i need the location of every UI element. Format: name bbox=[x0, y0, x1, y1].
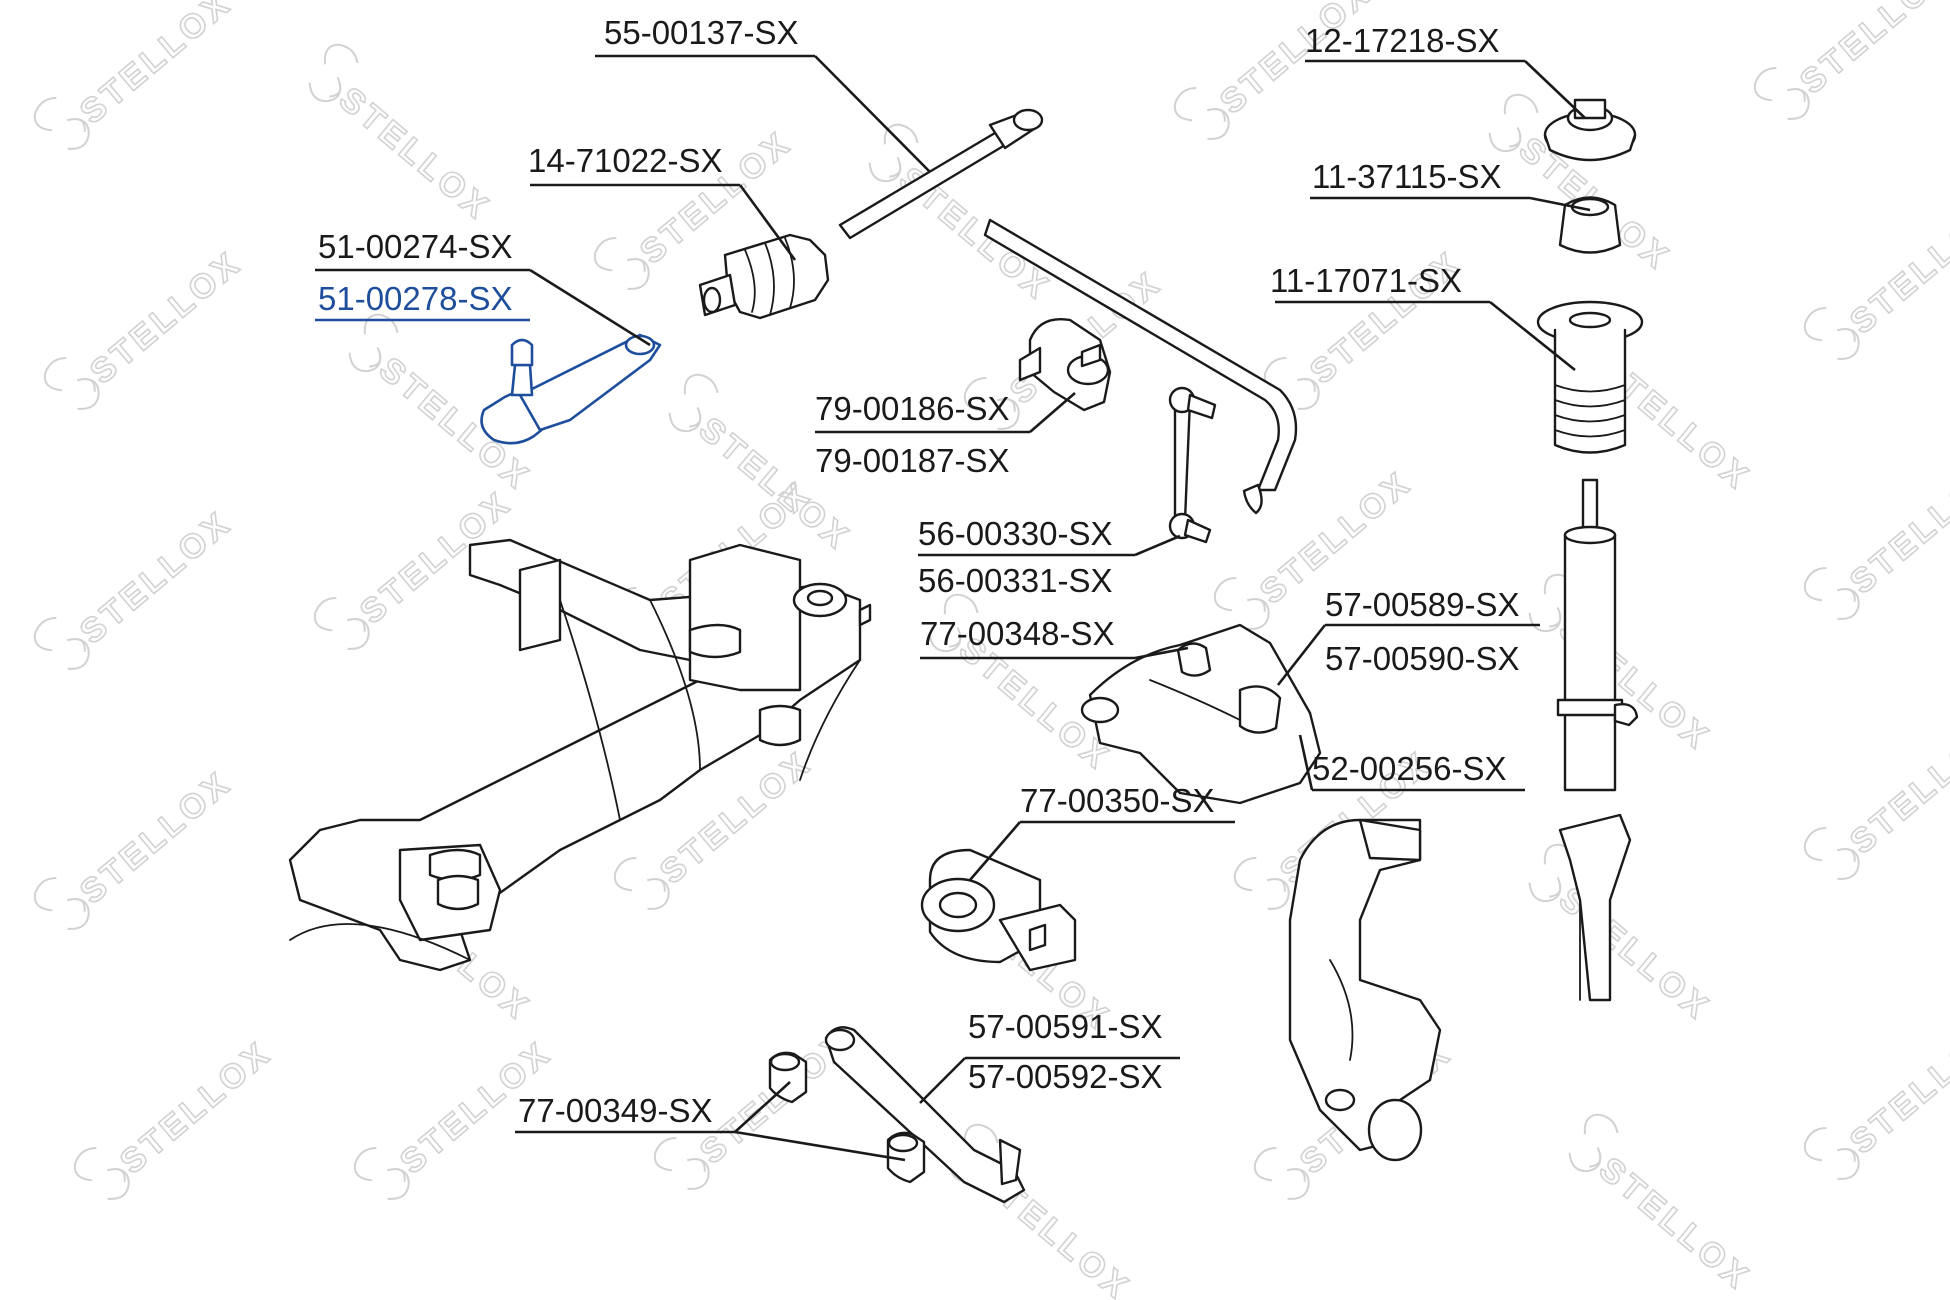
bump-stop bbox=[1558, 196, 1622, 254]
stabilizer-bar bbox=[983, 218, 1298, 515]
label-77-00348[interactable]: 77-00348-SX bbox=[920, 615, 1114, 652]
lower-link-arm bbox=[824, 1026, 1026, 1204]
label-52-00256[interactable]: 52-00256-SX bbox=[1312, 750, 1506, 787]
label-51-00278[interactable]: 51-00278-SX bbox=[318, 280, 512, 317]
lower-arm-bushing bbox=[920, 848, 1077, 972]
label-51-00274[interactable]: 51-00274-SX bbox=[318, 228, 512, 265]
label-57-00592[interactable]: 57-00592-SX bbox=[968, 1058, 1162, 1095]
link-bushings bbox=[768, 1051, 926, 1184]
label-11-37115[interactable]: 11-37115-SX bbox=[1312, 158, 1502, 195]
inner-tie-rod bbox=[838, 108, 1044, 240]
dust-boot bbox=[1536, 300, 1644, 454]
label-56-00331[interactable]: 56-00331-SX bbox=[918, 562, 1112, 599]
upper-control-arm bbox=[1080, 623, 1322, 805]
leader-lines bbox=[315, 54, 1591, 1162]
shock-absorber bbox=[1556, 478, 1639, 1002]
steering-rack-boot bbox=[698, 233, 830, 320]
label-79-00187[interactable]: 79-00187-SX bbox=[815, 442, 1009, 479]
stabilizer-link bbox=[1168, 386, 1217, 544]
strut-mount bbox=[1543, 98, 1637, 162]
part-labels: 55-00137-SX 14-71022-SX 51-00274-SX 51-0… bbox=[318, 14, 1519, 1129]
subframe-crossmember bbox=[288, 538, 872, 972]
label-56-00330[interactable]: 56-00330-SX bbox=[918, 515, 1112, 552]
label-14-71022[interactable]: 14-71022-SX bbox=[528, 142, 722, 179]
label-77-00349[interactable]: 77-00349-SX bbox=[518, 1092, 712, 1129]
label-12-17218[interactable]: 12-17218-SX bbox=[1305, 22, 1499, 59]
label-55-00137[interactable]: 55-00137-SX bbox=[604, 14, 798, 51]
steering-knuckle bbox=[1288, 818, 1442, 1162]
label-57-00591[interactable]: 57-00591-SX bbox=[968, 1008, 1162, 1045]
label-57-00589[interactable]: 57-00589-SX bbox=[1325, 586, 1519, 623]
label-11-17071[interactable]: 11-17071-SX bbox=[1270, 262, 1462, 299]
stabilizer-bushing bbox=[1018, 318, 1112, 412]
label-57-00590[interactable]: 57-00590-SX bbox=[1325, 640, 1519, 677]
label-77-00350[interactable]: 77-00350-SX bbox=[1020, 782, 1214, 819]
label-79-00186[interactable]: 79-00186-SX bbox=[815, 390, 1009, 427]
tie-rod-end bbox=[480, 333, 662, 445]
